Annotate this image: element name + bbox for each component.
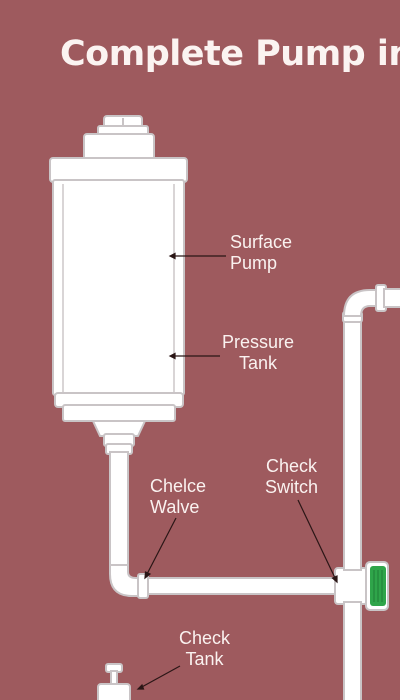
leader-check-tank	[139, 665, 181, 689]
label-pressure-tank: Pressure Tank	[222, 332, 294, 374]
leader-check-switch	[297, 499, 337, 581]
label-chelce-walve-line2: Walve	[150, 497, 200, 517]
check-tank-fitting	[97, 663, 131, 700]
label-check-switch: Check Switch	[265, 456, 318, 498]
pipe-network	[109, 284, 400, 700]
leader-chelce-walve	[145, 517, 177, 577]
leader-lines	[136, 252, 338, 690]
pressure-tank	[49, 115, 188, 455]
label-chelce-walve-line1: Chelce	[150, 476, 207, 496]
pressure-switch	[365, 561, 389, 611]
label-pressure-tank-line1: Pressure	[222, 332, 295, 352]
diagram-title: Complete Pump in	[60, 34, 400, 74]
label-check-tank: Check Tank	[179, 628, 230, 670]
label-pressure-tank-line2: Tank	[239, 353, 278, 373]
label-surface-pump-line1: Surface	[230, 232, 293, 252]
label-surface-pump-line2: Pump	[230, 253, 278, 273]
label-chelce-walve: Chelce Walve	[150, 476, 206, 518]
label-surface-pump: Surface Pump	[230, 232, 292, 274]
label-check-tank-line1: Check	[179, 628, 231, 648]
label-check-tank-line2: Tank	[185, 649, 224, 669]
label-check-switch-line2: Switch	[265, 477, 319, 497]
label-check-switch-line1: Check	[265, 456, 318, 476]
